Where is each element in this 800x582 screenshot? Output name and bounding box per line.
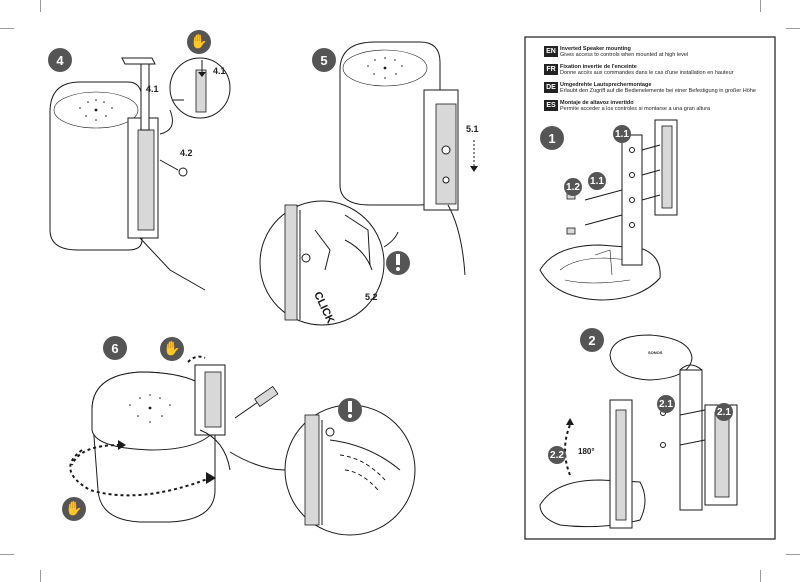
crop-mark [760,570,761,582]
rotation-label: 180° [578,447,595,456]
lang-fr-title: Fixation invertie de l'enceinte [560,64,637,70]
lang-fr-desc: Donne accès aux commandes dans le cas d'… [560,70,734,76]
lang-en-desc: Gives access to controls when mounted at… [560,52,689,58]
crop-mark [0,554,14,555]
lang-es-desc: Permite acceder a los controles si monta… [560,106,711,112]
panel-step-2-badge: 2 [580,328,604,352]
lang-de-title: Umgedrehte Lautsprechermontage [560,82,652,88]
step6-illustration [69,355,416,536]
panel-substep-1-1-badge: 1.1 [613,125,631,143]
crop-mark [786,554,800,555]
speaker-brand-label: SONOS [648,350,663,355]
panel-substep-2-2-badge: 2.2 [548,446,566,464]
step-4-badge: 4 [48,48,72,72]
hand-icon: ✋ [62,497,86,521]
panel-step-1-badge: 1 [540,126,564,150]
crop-mark [40,0,41,12]
lang-code-de: DE [544,82,558,93]
substep-4-2-label: 4.2 [180,148,193,158]
panel-step1-illustration [539,119,678,301]
crop-mark [786,28,800,29]
crop-mark [0,28,14,29]
panel-substep-1-1-badge-b: 1.1 [588,172,606,190]
crop-mark [40,570,41,582]
step5-illustration [259,41,478,326]
step4-illustration [49,57,231,291]
lang-es-title: Montaje de altavoz invertido [560,100,634,106]
substep-4-1-zoom-label: 4.1 [213,66,226,76]
lang-en-title: Inverted Speaker mounting [560,46,631,52]
lang-code-en: EN [544,46,558,57]
crop-mark [760,0,761,12]
substep-5-2-label: 5.2 [365,292,378,302]
step-6-badge: 6 [103,336,127,360]
panel-substep-1-2-badge: 1.2 [564,178,582,196]
substep-5-1-label: 5.1 [466,124,479,134]
panel-step2-illustration [539,334,738,529]
lang-code-fr: FR [544,64,558,75]
hand-icon: ✋ [187,30,211,54]
step-5-badge: 5 [312,48,336,72]
lang-de-desc: Erlaubt den Zugriff auf die Bedienelemen… [560,88,756,94]
hand-icon: ✋ [160,337,184,361]
panel-substep-2-1-badge: 2.1 [657,395,675,413]
lang-code-es: ES [544,100,558,111]
substep-4-1-label: 4.1 [146,84,159,94]
panel-substep-2-1-badge-b: 2.1 [715,403,733,421]
